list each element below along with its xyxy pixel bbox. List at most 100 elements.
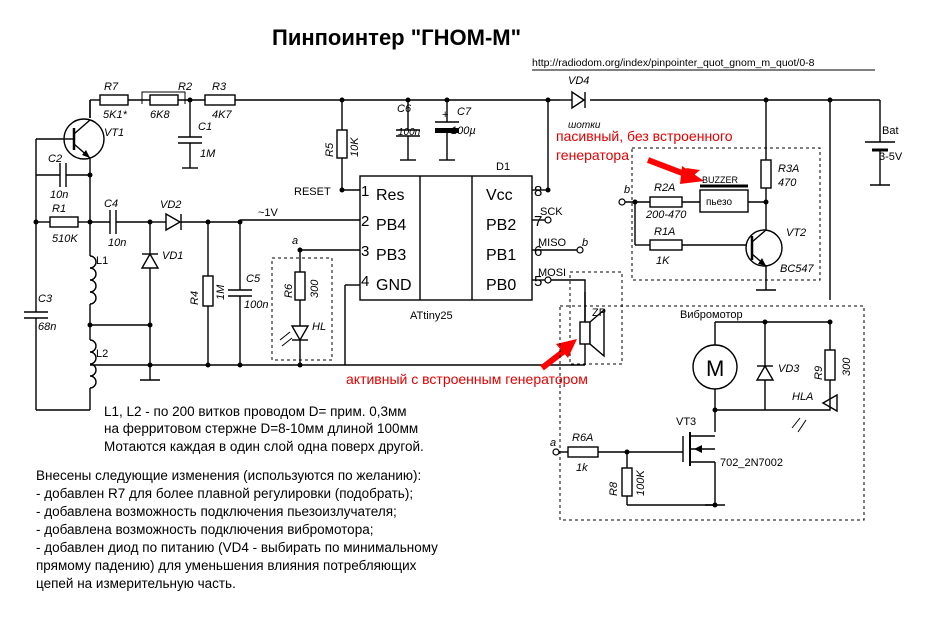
svg-text:10n: 10n xyxy=(108,237,126,249)
coil-notes: L1, L2 - по 200 витков проводом D= прим.… xyxy=(104,404,424,454)
svg-text:+: + xyxy=(442,109,448,121)
svg-text:a: a xyxy=(292,235,298,247)
svg-text:5K1*: 5K1* xyxy=(103,109,128,121)
svg-text:4: 4 xyxy=(361,273,369,290)
passive-annotation-line1: пасивный, без встроенного xyxy=(556,128,733,144)
left-wires xyxy=(33,138,93,411)
svg-text:a: a xyxy=(550,437,556,449)
capacitor-c5: C5 100n xyxy=(228,219,268,365)
svg-text:PB0: PB0 xyxy=(486,277,516,294)
resistor-r3: R3 4K7 xyxy=(204,81,236,121)
svg-text:R1A: R1A xyxy=(654,226,675,238)
svg-text:3-5V: 3-5V xyxy=(879,151,903,163)
diode-vd4: VD4 шотки xyxy=(560,75,601,131)
resistor-r1: R1 510K xyxy=(36,203,90,245)
svg-text:6: 6 xyxy=(534,243,542,260)
svg-text:1: 1 xyxy=(361,183,369,200)
capacitor-c3: C3 68n xyxy=(24,293,56,335)
capacitor-c1: C1 1M xyxy=(178,100,216,169)
diode-vd1: VD1 xyxy=(140,222,183,365)
passive-buzzer-driver: b R2A 200-470 BUZZER пьезо R3A 470 R1A 1… xyxy=(618,97,821,291)
svg-text:b: b xyxy=(582,237,588,249)
svg-text:R6A: R6A xyxy=(572,432,593,444)
svg-text:на ферритовом стержне D=8-10мм: на ферритовом стержне D=8-10мм длиной 10… xyxy=(104,421,418,436)
svg-text:R3: R3 xyxy=(212,81,227,93)
svg-text:C2: C2 xyxy=(48,153,62,165)
svg-text:Bat: Bat xyxy=(882,125,899,137)
svg-text:8: 8 xyxy=(534,183,542,200)
svg-text:~1V: ~1V xyxy=(258,207,279,219)
active-annotation: активный с встроенным генератором xyxy=(346,371,588,387)
svg-text:100n: 100n xyxy=(244,299,268,311)
svg-text:200-470: 200-470 xyxy=(645,209,687,221)
svg-text:2: 2 xyxy=(361,213,369,230)
svg-text:MISO: MISO xyxy=(538,237,567,249)
battery-bat: Bat 3-5V xyxy=(865,100,903,186)
capacitor-c4: C4 10n xyxy=(90,198,153,249)
svg-text:6K8: 6K8 xyxy=(150,109,170,121)
inductor-l2: L2 xyxy=(87,322,108,395)
svg-text:C7: C7 xyxy=(457,106,472,118)
svg-text:1k: 1k xyxy=(576,462,588,474)
svg-text:Мотаются каждая в один слой од: Мотаются каждая в один слой одна поверх … xyxy=(104,439,424,454)
svg-text:702_2N7002: 702_2N7002 xyxy=(720,457,783,469)
svg-text:- добавлена возможность подклю: - добавлена возможность подключения пьез… xyxy=(36,504,397,519)
svg-text:- добавлен диод по питанию (VD: - добавлен диод по питанию (VD4 - выбира… xyxy=(36,540,438,555)
svg-text:R6: R6 xyxy=(283,283,295,298)
svg-text:R2A: R2A xyxy=(654,182,675,194)
svg-text:SCK: SCK xyxy=(540,206,563,218)
transistor-vt1: VT1 xyxy=(62,100,124,175)
svg-text:ATtiny25: ATtiny25 xyxy=(410,310,453,322)
svg-text:VD4: VD4 xyxy=(568,75,589,87)
diagram-title: Пинпоинтер "ГНОМ-М" xyxy=(272,25,521,50)
diode-vd2: VD2 xyxy=(150,199,240,232)
svg-text:PB4: PB4 xyxy=(376,217,406,234)
svg-text:100n: 100n xyxy=(398,127,421,138)
svg-text:VT2: VT2 xyxy=(786,227,806,239)
svg-text:PB2: PB2 xyxy=(486,217,516,234)
svg-text:ZP: ZP xyxy=(592,307,606,319)
svg-text:7: 7 xyxy=(534,213,542,230)
capacitor-c7: + C7 100µ xyxy=(435,100,476,161)
svg-text:цепей на измерительную часть.: цепей на измерительную часть. xyxy=(36,576,236,591)
svg-text:Вибромотор: Вибромотор xyxy=(680,309,743,321)
svg-text:100µ: 100µ xyxy=(451,125,476,137)
inductor-l1: L1 xyxy=(89,222,108,325)
svg-text:R4: R4 xyxy=(189,291,201,305)
svg-text:4K7: 4K7 xyxy=(212,109,232,121)
svg-text:1M: 1M xyxy=(200,148,216,160)
svg-text:510K: 510K xyxy=(52,233,78,245)
svg-text:C1: C1 xyxy=(198,121,212,133)
svg-text:C5: C5 xyxy=(246,273,261,285)
svg-text:R1: R1 xyxy=(52,203,66,215)
svg-text:300: 300 xyxy=(841,357,853,376)
svg-text:R5: R5 xyxy=(324,142,336,157)
svg-text:L1, L2 - по 200 витков проводо: L1, L2 - по 200 витков проводом D= прим.… xyxy=(104,404,407,419)
svg-text:PB1: PB1 xyxy=(486,247,516,264)
svg-text:BC547: BC547 xyxy=(780,263,815,275)
svg-text:Res: Res xyxy=(376,187,404,204)
svg-text:L2: L2 xyxy=(96,348,108,360)
capacitor-c2: C2 10n xyxy=(36,153,93,201)
annotation-arrows xyxy=(540,157,704,371)
svg-text:HLA: HLA xyxy=(792,391,813,403)
svg-text:VT3: VT3 xyxy=(676,416,696,428)
svg-text:C3: C3 xyxy=(38,293,53,305)
svg-text:C6: C6 xyxy=(397,103,412,115)
svg-text:прямому падению) для уменьше: прямому падению) для уменьшения влияния … xyxy=(36,558,417,573)
svg-text:Внесены следующие изменения (и: Внесены следующие изменения (используютс… xyxy=(36,468,421,483)
svg-text:- добавлен R7 для более плавно: - добавлен R7 для более плавной регулиро… xyxy=(36,486,413,501)
chip-pin-wires: SCK MISO b MOSI a ~1V xyxy=(240,187,588,365)
svg-text:VD2: VD2 xyxy=(160,199,181,211)
svg-text:- добавлена возможность подклю: - добавлена возможность подключения вибр… xyxy=(36,522,373,537)
svg-text:C4: C4 xyxy=(104,198,118,210)
resistor-r5: R5 10K RESET xyxy=(294,100,361,198)
svg-text:R7: R7 xyxy=(104,81,119,93)
svg-text:шотки: шотки xyxy=(568,120,601,131)
svg-text:L1: L1 xyxy=(96,255,108,267)
resistor-r4: R4 1M xyxy=(189,219,227,365)
resistor-r7: R7 5K1* xyxy=(99,81,129,121)
svg-text:300: 300 xyxy=(309,279,321,298)
